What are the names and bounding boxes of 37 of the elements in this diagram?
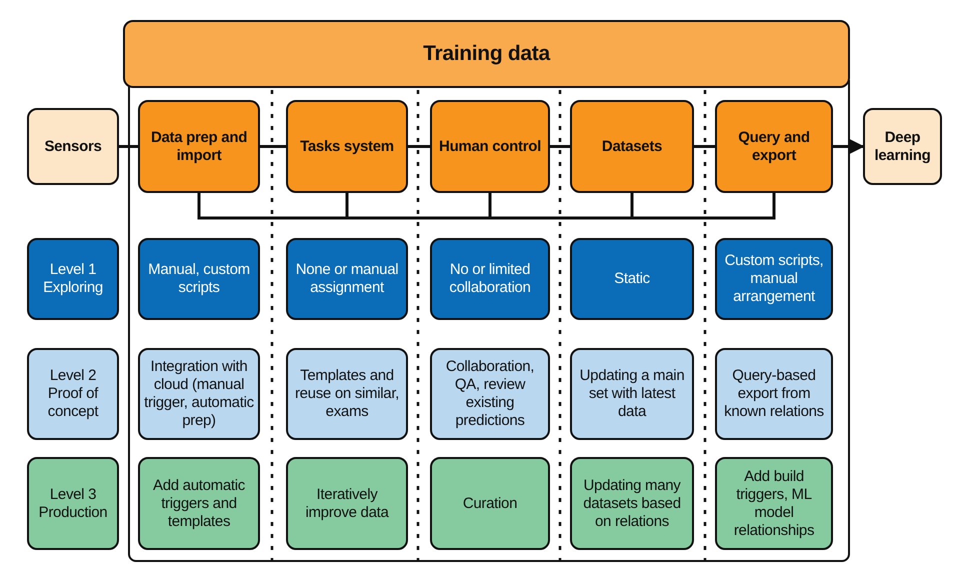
group-frame (123, 20, 850, 562)
description-box: Add automatic triggers and templates (138, 457, 260, 550)
source-box: Sensors (27, 108, 119, 185)
description-box: Query-based export from known relations (715, 348, 833, 440)
description-box: Manual, custom scripts (138, 238, 260, 320)
description-box: Iteratively improve data (286, 457, 408, 550)
connector-line (119, 145, 138, 148)
output-box: Deep learning (863, 108, 942, 185)
description-box: Static (570, 238, 694, 320)
description-box: Curation (430, 457, 550, 550)
process-box: Human control (430, 100, 550, 193)
process-box: Data prep and import (138, 100, 260, 193)
process-box: Query and export (715, 100, 833, 193)
process-box: Datasets (570, 100, 694, 193)
level-label: Level 1 Exploring (27, 238, 119, 320)
connector-line (630, 193, 776, 220)
description-box: No or limited collaboration (430, 238, 550, 320)
description-box: Add build triggers, ML model relationships (715, 457, 833, 550)
connector-line (198, 193, 348, 220)
group-title: Training data (123, 20, 850, 88)
description-box: Custom scripts, manual arrangement (715, 238, 833, 320)
level-label: Level 2 Proof of concept (27, 348, 119, 440)
process-box: Tasks system (286, 100, 408, 193)
arrow (833, 139, 864, 154)
connector-line (408, 145, 430, 148)
description-box: Updating many datasets based on relations (570, 457, 694, 550)
description-box: Integration with cloud (manual trigger, automatic prep) (138, 348, 260, 440)
description-box: None or manual assignment (286, 238, 408, 320)
connector-line (694, 145, 715, 148)
level-label: Level 3 Production (27, 457, 119, 550)
description-box: Collaboration, QA, review existing predictions (430, 348, 550, 440)
description-box: Templates and reuse on similar, exams (286, 348, 408, 440)
connector-line (488, 193, 634, 220)
connector-line (260, 145, 286, 148)
connector-line (550, 145, 570, 148)
description-box: Updating a main set with latest data (570, 348, 694, 440)
connector-line (346, 193, 492, 220)
